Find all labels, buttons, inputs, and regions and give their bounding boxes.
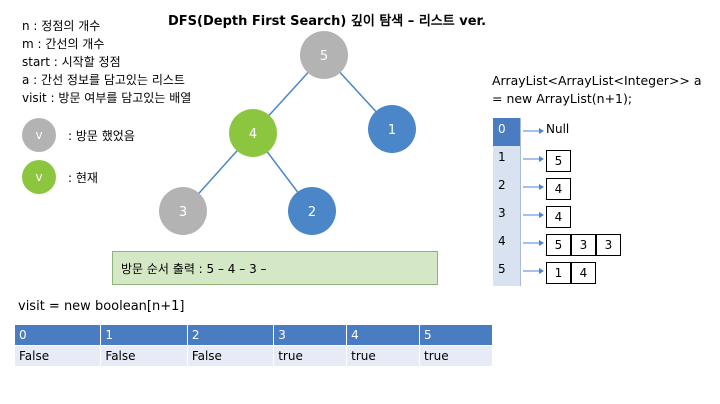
adjacency-index: 1	[493, 146, 521, 174]
visited-legend: v : 방문 했었음	[22, 118, 135, 152]
adjacency-cell: 3	[571, 234, 596, 256]
adjacency-index: 3	[493, 202, 521, 230]
diagram-title: DFS(Depth First Search) 깊이 탐색 – 리스트 ver.	[168, 14, 487, 29]
graph-node-label: 2	[308, 205, 316, 220]
adjacency-arrow-head	[539, 268, 544, 274]
current-legend-circle: v	[22, 160, 56, 194]
visit-value-cell: true	[419, 345, 493, 367]
visit-value-row: False False False true true true	[13, 345, 493, 367]
legend-line-a: a : 간선 정보를 담고있는 리스트	[22, 73, 185, 87]
visited-legend-label: : 방문 했었음	[68, 128, 135, 143]
adjacency-cell: 5	[546, 234, 571, 256]
visit-value-cell: true	[273, 345, 348, 367]
visit-index-cell: 2	[186, 324, 275, 346]
visit-declaration: visit = new boolean[n+1]	[18, 299, 185, 314]
adjacency-arrow-head	[539, 184, 544, 190]
graph-node-label: 1	[388, 123, 396, 138]
visit-table: 0 1 2 3 4 5 False False False true true …	[13, 324, 493, 367]
adjacency-arrow-head	[539, 240, 544, 246]
legend-line-visit: visit : 방문 여부를 담고있는 배열	[22, 91, 192, 105]
graph-node-label: 3	[179, 205, 187, 220]
visit-index-row: 0 1 2 3 4 5	[13, 324, 493, 346]
current-legend: v : 현재	[22, 160, 98, 194]
adjacency-null: Null	[546, 122, 570, 136]
visit-value-cell: False	[100, 345, 188, 367]
adjacency-cell: 1	[546, 262, 571, 284]
visit-value-cell: False	[13, 345, 102, 367]
adjacency-cell: 4	[546, 206, 571, 228]
graph-node-2	[288, 187, 336, 235]
graph-node-4	[229, 109, 277, 157]
graph-node-label: 4	[249, 127, 257, 142]
adjacency-cell: 4	[571, 262, 596, 284]
adjacency-arrow-head	[539, 212, 544, 218]
arraylist-decl-line: ArrayList<ArrayList<Integer>> a	[492, 73, 702, 88]
current-legend-label: : 현재	[68, 170, 98, 185]
graph-node-1	[368, 105, 416, 153]
arraylist-decl-line: = new ArrayList(n+1);	[492, 91, 633, 106]
adjacency-cell: 3	[596, 234, 621, 256]
adjacency-index: 0	[493, 118, 521, 146]
graph-node-label: 5	[320, 49, 328, 64]
legend-line-n: n : 정점의 개수	[22, 19, 101, 33]
adjacency-index: 5	[493, 258, 521, 286]
visit-index-cell: 3	[273, 324, 348, 346]
adjacency-cell: 4	[546, 178, 571, 200]
visit-value-cell: False	[186, 345, 275, 367]
variable-legend: n : 정점의 개수 m : 간선의 개수 start : 시작할 정점 a :…	[22, 17, 191, 107]
legend-line-start: start : 시작할 정점	[22, 55, 121, 69]
graph-node-5	[300, 31, 348, 79]
adjacency-arrow-head	[539, 128, 544, 134]
adjacency-index: 2	[493, 174, 521, 202]
visit-index-cell: 1	[100, 324, 188, 346]
graph-nodes: 5 4 1 3 2	[159, 31, 416, 235]
graph-node-3	[159, 187, 207, 235]
output-box: 방문 순서 출력 : 5 – 4 – 3 –	[112, 251, 438, 285]
visit-index-cell: 5	[419, 324, 493, 346]
visit-value-cell: true	[346, 345, 421, 367]
adjacency-arrow-head	[539, 156, 544, 162]
adjacency-cell: 5	[546, 150, 571, 172]
adjacency-index: 4	[493, 230, 521, 258]
arraylist-declaration: ArrayList<ArrayList<Integer>> a = new Ar…	[492, 72, 702, 108]
visited-legend-circle: v	[22, 118, 56, 152]
visit-index-cell: 0	[13, 324, 102, 346]
legend-line-m: m : 간선의 개수	[22, 37, 105, 51]
